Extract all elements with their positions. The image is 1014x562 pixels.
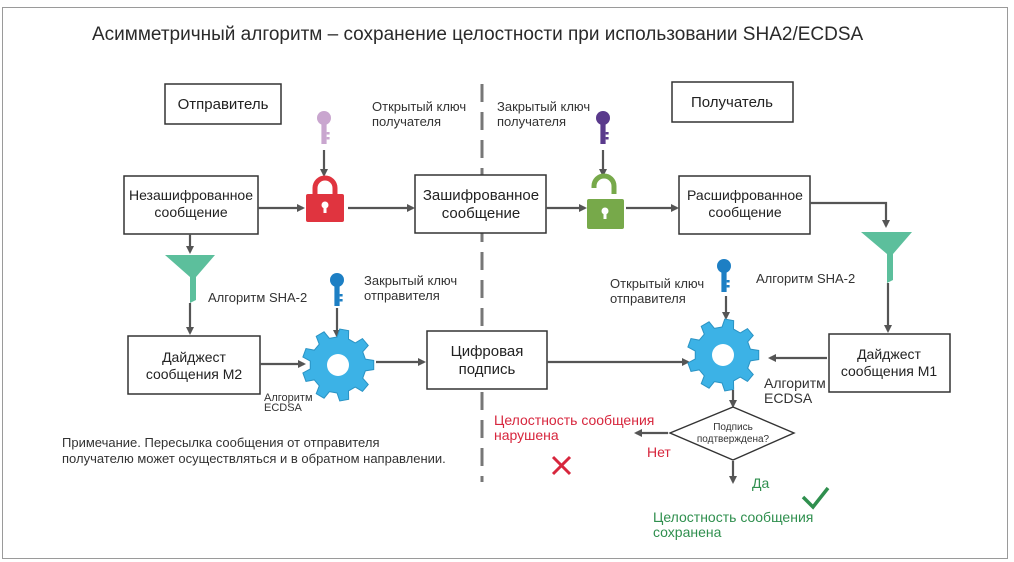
sender-label: Отправитель xyxy=(178,96,269,113)
decision-question-line1: Подпись xyxy=(713,422,753,433)
recipient-hash-label: Алгоритм SHA-2 xyxy=(756,271,855,286)
decision-no-label: Нет xyxy=(647,444,671,460)
digest-m2-box xyxy=(127,335,261,395)
decrypted-message-line2: сообщение xyxy=(708,204,781,220)
recipient-private-key-label-1: Закрытый ключ xyxy=(497,99,590,114)
lock-closed-icon xyxy=(306,175,344,222)
digest-m1-line2: сообщения M1 xyxy=(841,363,938,379)
sender-hash-label: Алгоритм SHA-2 xyxy=(208,290,307,305)
sender-hash-funnel-icon xyxy=(165,255,215,303)
fail-text-line2: нарушена xyxy=(494,427,559,443)
recipient-label: Получатель xyxy=(691,94,773,111)
sender-public-key-label-1: Открытый ключ xyxy=(610,276,704,291)
sender-public-key-icon xyxy=(717,259,731,292)
note-line2: получателю может осуществляться и в обра… xyxy=(62,451,446,466)
plain-message-line2: сообщение xyxy=(154,204,227,220)
diagram-frame xyxy=(2,7,1008,559)
recipient-hash-funnel-icon xyxy=(861,232,912,283)
recipient-public-key-label-1: Открытый ключ xyxy=(372,99,466,114)
plain-message-box xyxy=(123,175,259,235)
sender-ecdsa-label-1: Алгоритм xyxy=(264,392,313,404)
success-text-line2: сохранена xyxy=(653,524,722,540)
decrypted-message-box xyxy=(678,175,811,235)
encrypted-message-line2: сообщение xyxy=(442,205,520,222)
recipient-public-key-icon xyxy=(317,111,331,144)
sender-private-key-label-2: отправителя xyxy=(364,288,440,303)
fail-cross-icon xyxy=(551,455,572,476)
digest-m1-line1: Дайджест xyxy=(857,346,921,362)
sender-label-box xyxy=(164,83,282,125)
note-line1: Примечание. Пересылка сообщения от отпра… xyxy=(62,435,379,450)
signature-line2: подпись xyxy=(459,361,516,378)
decision-yes-label: Да xyxy=(752,475,769,491)
recipient-private-key-label-2: получателя xyxy=(497,114,566,129)
lock-open-icon xyxy=(587,173,624,229)
decision-question-line2: подтверждена? xyxy=(697,434,770,445)
recipient-label-box xyxy=(671,81,794,123)
recipient-private-key-icon xyxy=(596,111,610,144)
decrypted-message-line1: Расшифрованное xyxy=(687,187,803,203)
success-check-icon xyxy=(801,486,830,510)
sender-private-key-label-1: Закрытый ключ xyxy=(364,273,457,288)
decision-diamond xyxy=(668,406,796,461)
sender-private-key-icon xyxy=(330,273,344,306)
digest-m1-box xyxy=(828,333,951,393)
plain-message-line1: Незашифрованное xyxy=(129,187,253,203)
signature-box xyxy=(426,330,548,390)
signature-line1: Цифровая xyxy=(451,343,524,360)
recipient-ecdsa-gear-icon xyxy=(687,318,760,392)
success-text-line1: Целостность сообщения xyxy=(653,509,813,525)
recipient-public-key-label-2: получателя xyxy=(372,114,441,129)
arrow-decrypted-to-funnel xyxy=(810,201,890,228)
sender-ecdsa-gear-icon xyxy=(302,328,375,402)
recipient-ecdsa-label-1: Алгоритм xyxy=(764,375,826,391)
sender-ecdsa-label-2: ECDSA xyxy=(264,402,303,414)
digest-m2-line1: Дайджест xyxy=(162,349,226,365)
diagram-title: Асимметричный алгоритм – сохранение цело… xyxy=(92,24,864,45)
fail-text-line1: Целостность сообщения xyxy=(494,412,654,428)
recipient-ecdsa-label-2: ECDSA xyxy=(764,390,813,406)
sender-public-key-label-2: отправителя xyxy=(610,291,686,306)
digest-m2-line2: сообщения M2 xyxy=(146,366,243,382)
encrypted-message-line1: Зашифрованное xyxy=(423,187,539,204)
encrypted-message-box xyxy=(414,174,547,234)
